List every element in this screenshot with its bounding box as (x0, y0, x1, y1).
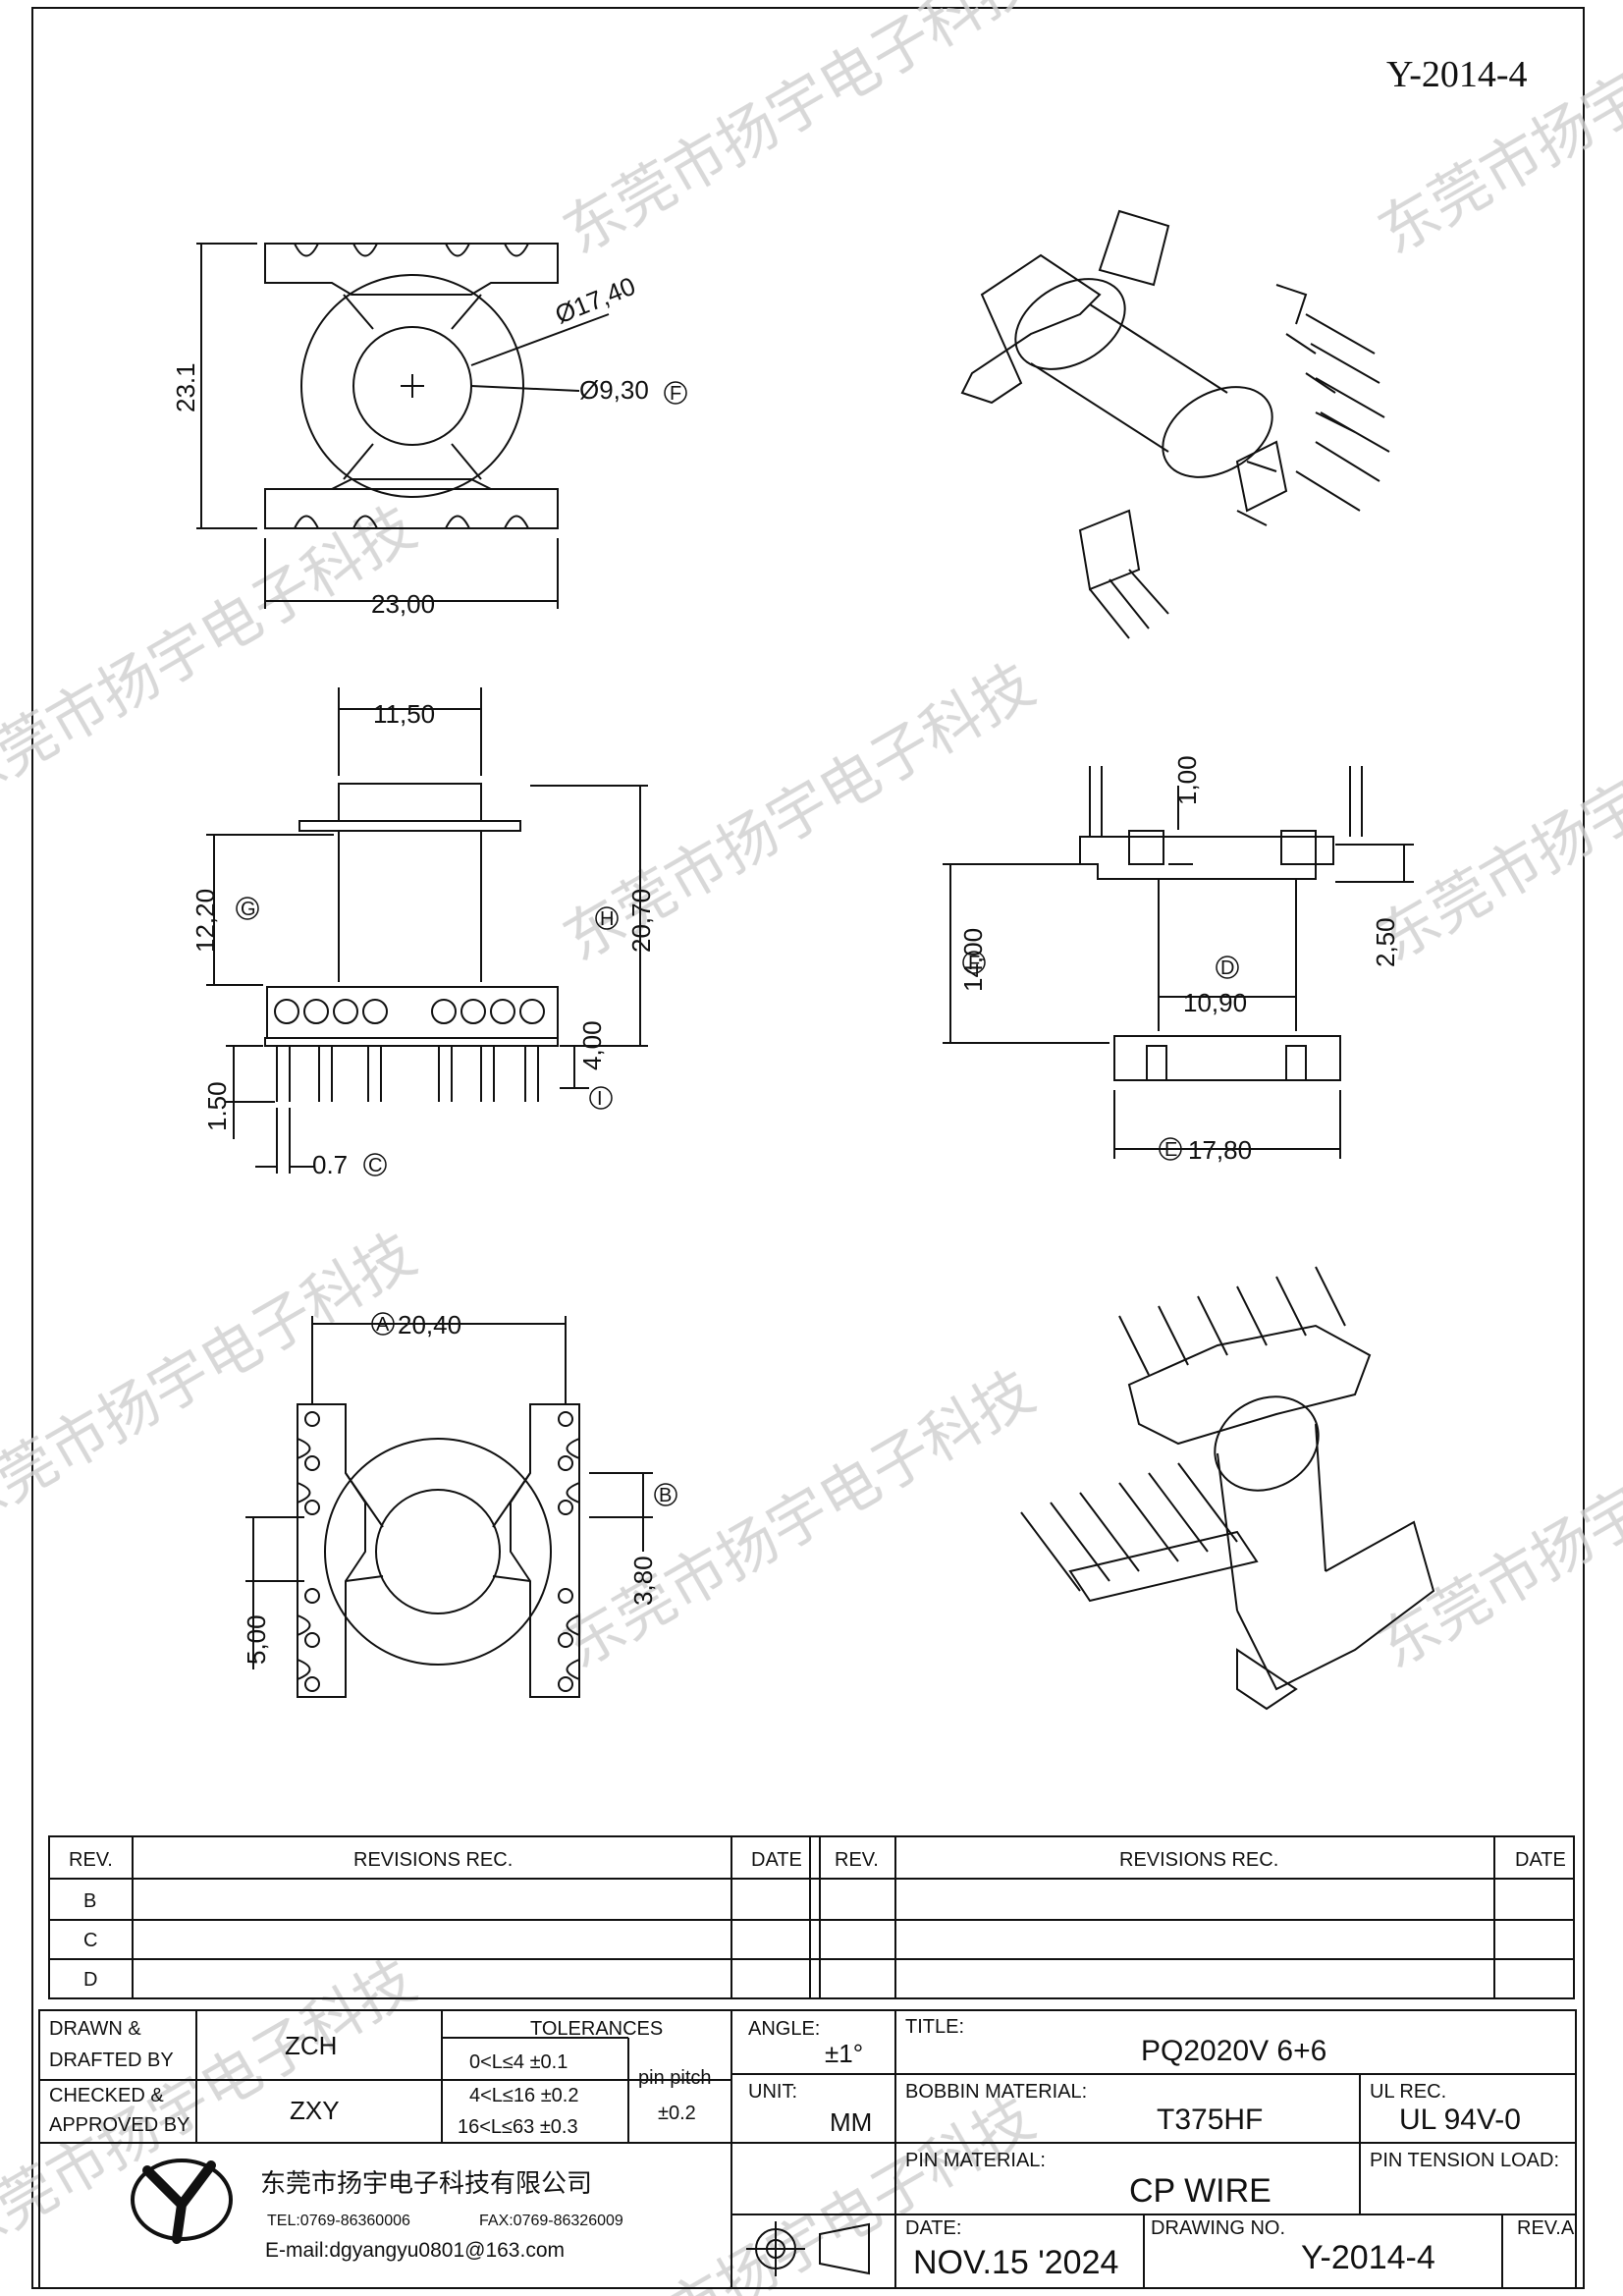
checked-label: CHECKED & (49, 2085, 164, 2106)
dim-outer-dia: Ø17,40 (551, 271, 639, 330)
datum-f-icon (664, 381, 687, 405)
top-view (196, 243, 610, 609)
watermark-text: 东莞市扬宇电子科技 (553, 1357, 1047, 1682)
dim-window-height: 12,20 (190, 889, 220, 953)
date-col-header: DATE (751, 1849, 802, 1871)
rev-row-b: B (83, 1890, 96, 1912)
date-label: DATE: (905, 2217, 961, 2239)
approved-label: APPROVED BY (49, 2114, 189, 2136)
tol-row-1: 0<L≤4 ±0.1 (469, 2051, 568, 2073)
dim-h-total: 23.1 (171, 362, 200, 412)
bottom-view (245, 1316, 653, 1698)
checked-value: ZXY (290, 2096, 340, 2125)
datum-e-icon (1159, 1137, 1182, 1161)
drawn-value: ZCH (285, 2031, 337, 2060)
pin-material-value: CP WIRE (1129, 2172, 1271, 2210)
projection-symbol-icon (746, 2221, 870, 2276)
rev-row-c: C (83, 1930, 97, 1951)
bobbin-value: T375HF (1157, 2104, 1263, 2136)
rec-col-header-2: REVISIONS REC. (1119, 1849, 1278, 1871)
datum-d-label: D (1220, 957, 1234, 979)
rev-col-header: REV. (69, 1849, 113, 1871)
datum-i-label: I (597, 1088, 603, 1110)
datum-c-icon (363, 1153, 387, 1176)
pin-material-label: PIN MATERIAL: (905, 2150, 1046, 2171)
datum-d-icon (1216, 956, 1239, 979)
side-view (943, 766, 1414, 1159)
ul-value: UL 94V-0 (1399, 2104, 1521, 2136)
dim-top-pin: 1,00 (1172, 755, 1202, 805)
bobbin-label: BOBBIN MATERIAL: (905, 2081, 1087, 2103)
rec-col-header: REVISIONS REC. (353, 1849, 513, 1871)
title-value: PQ2020V 6+6 (1141, 2035, 1326, 2067)
tension-label: PIN TENSION LOAD: (1370, 2150, 1559, 2171)
company-name: 东莞市扬宇电子科技有限公司 (260, 2169, 592, 2199)
dim-pitch: 3,80 (628, 1556, 658, 1606)
datum-i-icon (589, 1086, 613, 1110)
iso-view-bottom (1020, 1266, 1435, 1711)
datum-f2-icon (962, 951, 986, 974)
company-fax: FAX:0769-86326009 (479, 2213, 623, 2229)
tol-row-2: 4<L≤16 ±0.2 (469, 2085, 578, 2106)
company-email: E-mail:dgyangyu0801@163.com (265, 2239, 565, 2262)
dim-pin-row: 20,40 (398, 1310, 461, 1339)
watermark-text: 东莞市扬宇电子科技 (0, 1220, 427, 1545)
datum-c-label: C (368, 1155, 382, 1176)
rev-col-header-2: REV. (835, 1849, 879, 1871)
pin-pitch-label: pin pitch (638, 2067, 712, 2089)
ul-label: UL REC. (1370, 2081, 1446, 2103)
drawn-label: DRAWN & (49, 2018, 141, 2040)
dim-inner-width: 10,90 (1183, 988, 1247, 1017)
iso-view-top (960, 209, 1390, 639)
watermark-text: 东莞市扬宇电子科技 (0, 493, 427, 818)
dim-core-width: 11,50 (373, 699, 435, 729)
drawing-no-value: Y-2014-4 (1301, 2239, 1435, 2276)
datum-h-label: H (600, 908, 614, 930)
angle-value: ±1° (825, 2039, 863, 2068)
datum-a-label: A (376, 1314, 390, 1336)
datum-e-label: E (1164, 1139, 1177, 1161)
title-block (38, 2009, 1577, 2289)
datum-a-icon (371, 1312, 395, 1336)
drawing-no-label: DRAWING NO. (1151, 2217, 1285, 2239)
dim-pin-dia: 0.7 (312, 1150, 348, 1179)
sheet-border (31, 7, 1585, 2289)
watermark-text: 东莞市扬宇电子科技 (553, 0, 1047, 268)
pin-pitch-value: ±0.2 (658, 2103, 696, 2124)
datum-g-icon (236, 897, 259, 920)
rev-row-d: D (83, 1969, 97, 1991)
date-col-header-2: DATE (1515, 1849, 1566, 1871)
title-label: TITLE: (905, 2016, 964, 2038)
front-view (206, 687, 648, 1174)
dim-inner-dia: Ø9,30 (579, 375, 649, 405)
dim-w-total: 23,00 (371, 589, 435, 619)
company-tel: TEL:0769-86360006 (267, 2213, 410, 2229)
datum-f2-label: F (968, 953, 980, 974)
dim-total-height: 20,70 (626, 889, 656, 953)
revision-table (48, 1835, 1575, 1999)
unit-value: MM (830, 2107, 872, 2137)
company-logo-icon (131, 2159, 233, 2244)
datum-b-icon (654, 1483, 677, 1506)
unit-label: UNIT: (748, 2081, 797, 2103)
rev-label: REV.A (1517, 2217, 1575, 2239)
drawing-id: Y-2014-4 (1386, 54, 1528, 95)
dim-flange-thickness: 2,50 (1371, 917, 1400, 967)
datum-f-label: F (670, 383, 681, 405)
dim-pin-offset: 1.50 (202, 1081, 232, 1131)
date-value: NOV.15 '2024 (913, 2244, 1118, 2281)
dim-outer-width: 17,80 (1188, 1135, 1252, 1165)
angle-label: ANGLE: (748, 2018, 820, 2040)
datum-g-label: G (241, 899, 256, 920)
datum-h-icon (595, 906, 619, 930)
drafted-label: DRAFTED BY (49, 2050, 174, 2071)
dim-pin-length: 4,00 (577, 1020, 607, 1070)
tolerances-label: TOLERANCES (530, 2018, 663, 2040)
tol-row-3: 16<L≤63 ±0.3 (458, 2116, 578, 2138)
dim-slot: 5,00 (242, 1614, 271, 1665)
datum-b-label: B (659, 1485, 672, 1506)
